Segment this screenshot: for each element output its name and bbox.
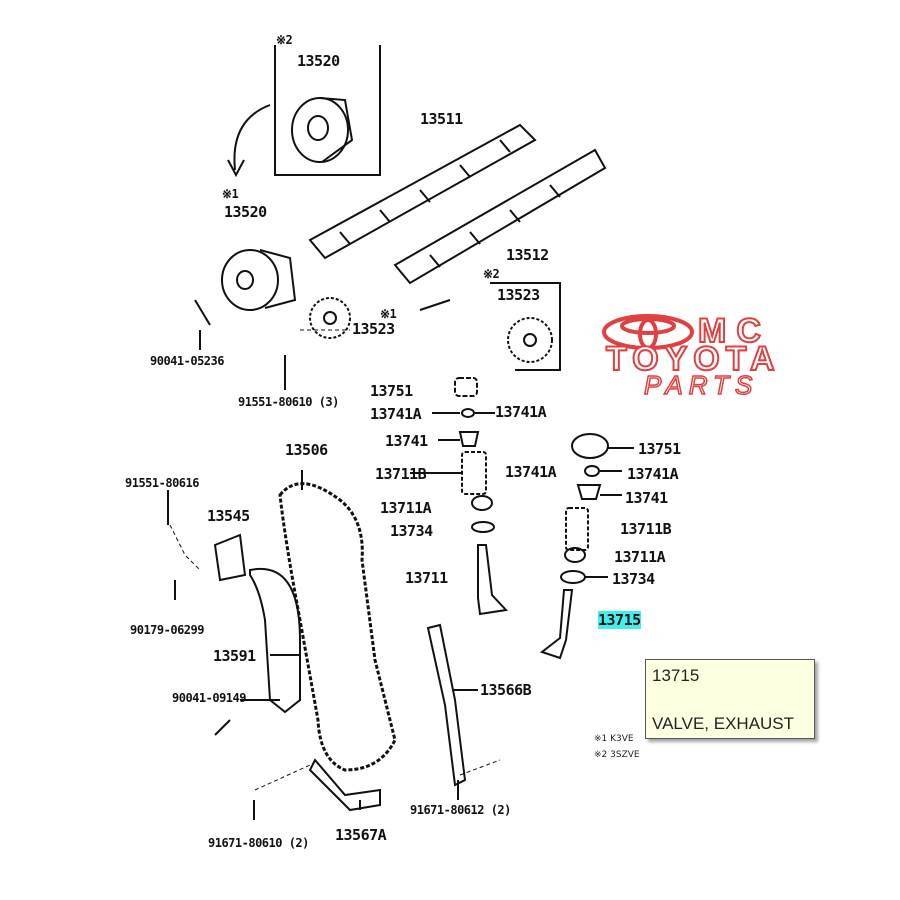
part-label[interactable]: 13566B bbox=[480, 681, 532, 699]
part-label[interactable]: 13741 bbox=[625, 489, 668, 507]
part-label[interactable]: 13711A bbox=[380, 499, 432, 517]
part-label[interactable]: 91671-80610 (2) bbox=[208, 836, 309, 850]
note-marker: ※2 bbox=[483, 267, 500, 281]
part-label[interactable]: 13512 bbox=[506, 246, 549, 264]
tensioner-13545 bbox=[213, 533, 247, 582]
part-label[interactable]: 13523 bbox=[352, 320, 395, 338]
footnote: ※2 3SZVE bbox=[594, 750, 640, 760]
toyota-emblem-icon bbox=[602, 314, 694, 350]
timing-chain-13506 bbox=[278, 482, 397, 772]
part-label[interactable]: 90179-06299 bbox=[130, 623, 204, 637]
watermark-line2: TOYOTA bbox=[605, 339, 781, 379]
part-label[interactable]: 13711B bbox=[620, 520, 672, 538]
part-label[interactable]: 13751 bbox=[370, 382, 413, 400]
part-tooltip: 13715 VALVE, EXHAUST bbox=[645, 659, 815, 739]
part-label[interactable]: 13751 bbox=[638, 440, 681, 458]
sprocket-13523 bbox=[309, 297, 351, 339]
part-label[interactable]: 13545 bbox=[207, 507, 250, 525]
direction-arrow bbox=[233, 104, 271, 171]
note-marker: ※1 bbox=[380, 307, 397, 321]
part-label[interactable]: 13506 bbox=[285, 441, 328, 459]
note-marker: ※2 bbox=[276, 33, 293, 47]
callout-box-13520 bbox=[274, 45, 381, 176]
part-label[interactable]: 90041-09149 bbox=[172, 691, 246, 705]
tooltip-part-number: 13715 bbox=[652, 666, 700, 685]
vvt-gear-13520-top bbox=[291, 97, 354, 163]
part-label[interactable]: 13711B bbox=[375, 465, 427, 483]
callout-box-13523 bbox=[490, 282, 561, 371]
part-label[interactable]: 91551-80610 (3) bbox=[238, 395, 339, 409]
part-label[interactable]: 90041-05236 bbox=[150, 354, 224, 368]
arrow-13523 bbox=[419, 299, 451, 311]
watermark-line1: MC bbox=[697, 311, 771, 351]
chain-guide-13566B bbox=[426, 623, 467, 787]
part-label[interactable]: 13591 bbox=[213, 647, 256, 665]
part-label[interactable]: 13734 bbox=[390, 522, 433, 540]
part-label-highlighted[interactable]: 13715 bbox=[598, 611, 641, 629]
camshaft-13512 bbox=[393, 148, 607, 285]
part-label[interactable]: 13711A bbox=[614, 548, 666, 566]
part-label[interactable]: 13741 bbox=[385, 432, 428, 450]
chain-tensioner-arm-13591 bbox=[249, 567, 301, 714]
part-label[interactable]: 13523 bbox=[497, 286, 540, 304]
watermark-logo: MC TOYOTA PARTS bbox=[600, 311, 855, 402]
part-label[interactable]: 13520 bbox=[297, 52, 340, 70]
part-label[interactable]: 13511 bbox=[420, 110, 463, 128]
part-label[interactable]: 13734 bbox=[612, 570, 655, 588]
arrow-head bbox=[227, 159, 245, 178]
footnote: ※1 K3VE bbox=[594, 734, 634, 744]
tooltip-description: VALVE, EXHAUST bbox=[652, 714, 795, 733]
part-label[interactable]: 13567A bbox=[335, 826, 387, 844]
part-label[interactable]: 13520 bbox=[224, 203, 267, 221]
camshaft-13511 bbox=[308, 123, 537, 260]
vvt-gear-13520 bbox=[221, 249, 297, 311]
part-label[interactable]: 13741A bbox=[495, 403, 547, 421]
part-label[interactable]: 91551-80616 bbox=[125, 476, 199, 490]
intake-valve-stack bbox=[410, 377, 509, 616]
sprocket-13523-right bbox=[507, 317, 553, 363]
bolt-90041-09149 bbox=[214, 719, 231, 736]
part-label[interactable]: 13741A bbox=[370, 405, 422, 423]
part-label[interactable]: 13741A bbox=[505, 463, 557, 481]
part-label[interactable]: 13711 bbox=[405, 569, 448, 587]
leader-lines bbox=[169, 329, 501, 791]
bolt-90041-05236 bbox=[194, 299, 211, 326]
watermark-line3: PARTS bbox=[643, 369, 759, 401]
note-marker: ※1 bbox=[222, 187, 239, 201]
exhaust-valve-stack bbox=[539, 433, 634, 660]
part-label[interactable]: 91671-80612 (2) bbox=[410, 803, 511, 817]
part-label[interactable]: 13741A bbox=[627, 465, 679, 483]
chain-guide-13567A bbox=[308, 758, 381, 812]
